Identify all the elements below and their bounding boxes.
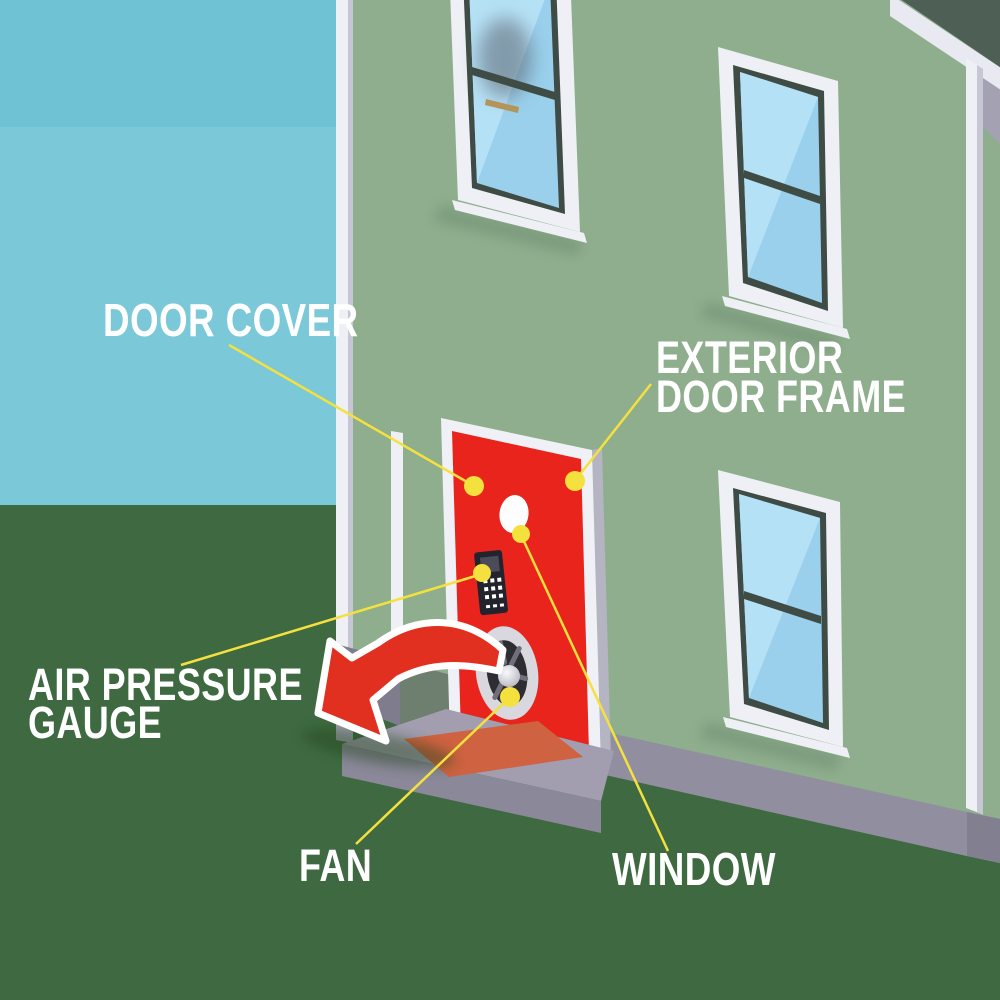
window-shadow-upper-left [433, 205, 584, 256]
arrow-shadow [301, 727, 455, 769]
window-upper-left [450, 0, 587, 243]
window-center-rail [744, 170, 820, 204]
label-door-cover: DOOR COVER [103, 294, 359, 346]
door-cover [452, 431, 589, 753]
label-window-text: WINDOW [612, 843, 776, 895]
window-lower-right [718, 470, 850, 758]
window-upper-right [718, 47, 850, 339]
door-frame-left-jamb [391, 431, 403, 649]
window-sill [452, 200, 587, 243]
foundation-corner [967, 812, 1000, 863]
label-air-pressure-gauge: AIR PRESSURE GAUGE [28, 659, 303, 748]
label-air-pressure-gauge-line2: GAUGE [28, 697, 163, 748]
corner-trim-left-shade [348, 0, 353, 743]
window-latch-handle [485, 99, 519, 113]
callout-dot-door-cover [464, 476, 484, 496]
fan-hub [498, 665, 520, 687]
window-sill [722, 296, 850, 339]
label-window: WINDOW [612, 843, 776, 895]
corner-trim-left [336, 0, 350, 742]
callout-dot-fan [500, 687, 520, 707]
label-exterior-door-frame-line1: EXTERIOR [656, 332, 844, 383]
callout-line-window [519, 534, 670, 852]
door-frame-reveal [592, 448, 611, 763]
callout-line-door-cover [228, 343, 475, 488]
callout-lines [180, 343, 670, 852]
label-exterior-door-frame: EXTERIOR DOOR FRAME [656, 332, 906, 422]
airflow-arrow [314, 619, 507, 745]
window-center-rail [744, 591, 821, 624]
callout-line-fan [355, 697, 510, 845]
callout-dots [464, 471, 585, 707]
roof [901, 0, 1000, 68]
label-fan-text: FAN [299, 840, 373, 891]
callout-dot-air-pressure-gauge [473, 564, 491, 582]
label-fan: FAN [299, 840, 373, 891]
window-center-rail [472, 67, 555, 100]
label-door-cover-text: DOOR COVER [103, 294, 359, 346]
callout-line-exterior-door-frame [573, 383, 652, 483]
window-shadow-upper-right [700, 302, 840, 352]
callout-line-air-pressure-gauge [180, 572, 483, 667]
door-porthole-window [499, 495, 529, 533]
corner-trim-right [966, 58, 979, 813]
foundation [592, 729, 1000, 863]
corner-trim-right-shade [977, 65, 983, 815]
callout-dot-window [512, 525, 530, 543]
window-glass-highlight [739, 494, 820, 698]
label-air-pressure-gauge-line1: AIR PRESSURE [28, 659, 303, 710]
label-exterior-door-frame-line2: DOOR FRAME [656, 371, 906, 422]
window-shadow-lower-right [699, 722, 842, 771]
callout-dot-exterior-door-frame [565, 471, 585, 491]
window-glass-highlight [740, 72, 818, 277]
window-sill [723, 717, 850, 758]
